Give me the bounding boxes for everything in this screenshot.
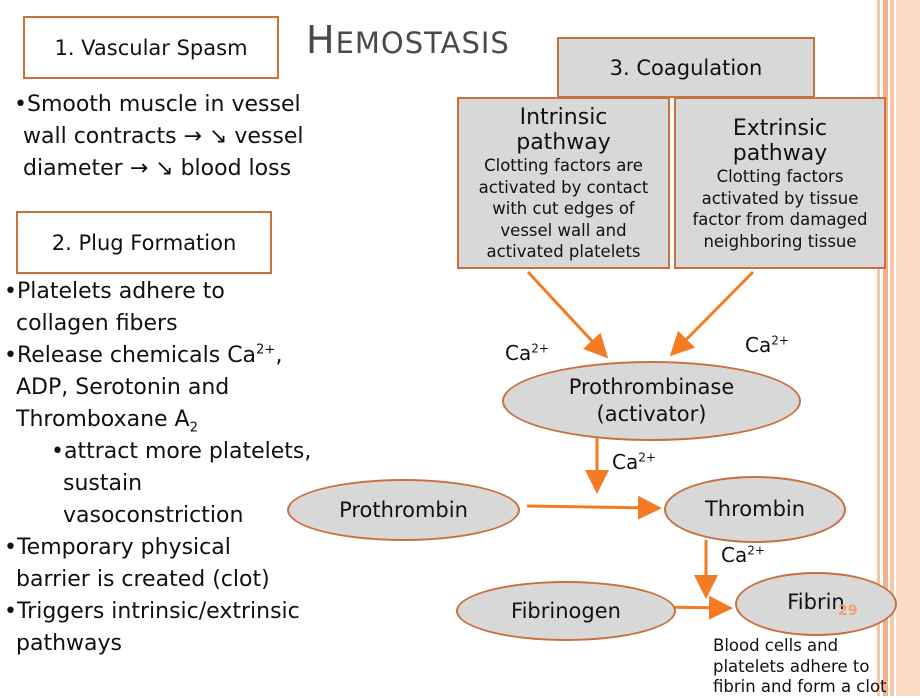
coagulation-header: 3. Coagulation bbox=[557, 37, 815, 98]
bullet-temporary-barrier: •Temporary physical bbox=[4, 535, 231, 560]
decorative-stripe bbox=[877, 0, 880, 696]
calcium-label: Ca2+ bbox=[505, 341, 549, 365]
page-title: HEMOSTASIS bbox=[306, 18, 510, 62]
thrombin-node: Thrombin bbox=[664, 476, 846, 543]
calcium-label: Ca2+ bbox=[745, 333, 789, 357]
calcium-label: Ca2+ bbox=[612, 450, 656, 474]
arrow-prothrombin-to-thrombin bbox=[526, 495, 662, 520]
decorative-stripe bbox=[890, 0, 894, 696]
arrow-intrinsic-to-prothrombinase bbox=[526, 270, 609, 359]
clot-note: Blood cells and platelets adhere to fibr… bbox=[713, 636, 887, 696]
prothrombinase-node: Prothrombinase(activator) bbox=[502, 361, 801, 441]
bullet-release-chemicals: •Release chemicals Ca2+, bbox=[4, 342, 283, 368]
vascular-spasm-text: •Smooth muscle in vessel wall contracts … bbox=[14, 92, 304, 181]
plug-formation-header: 2. Plug Formation bbox=[16, 211, 272, 274]
extrinsic-pathway-box: Extrinsic pathway Clotting factors activ… bbox=[674, 97, 886, 269]
page-number: 29 bbox=[838, 603, 858, 619]
prothrombin-node: Prothrombin bbox=[287, 479, 520, 541]
calcium-label: Ca2+ bbox=[721, 543, 765, 567]
bullet-triggers-pathways: •Triggers intrinsic/extrinsic bbox=[4, 599, 300, 624]
arrow-extrinsic-to-prothrombinase bbox=[669, 270, 755, 357]
plug-formation-text: •Platelets adhere to collagen fibers •Re… bbox=[4, 276, 311, 660]
fibrin-node: Fibrin bbox=[735, 572, 897, 636]
decorative-stripe bbox=[883, 0, 888, 696]
decorative-stripe bbox=[896, 0, 920, 696]
bullet-platelets-adhere: •Platelets adhere to bbox=[4, 279, 225, 304]
fibrinogen-node: Fibrinogen bbox=[456, 581, 676, 641]
intrinsic-pathway-box: Intrinsic pathway Clotting factors are a… bbox=[457, 97, 670, 269]
vascular-spasm-header: 1. Vascular Spasm bbox=[23, 16, 279, 79]
